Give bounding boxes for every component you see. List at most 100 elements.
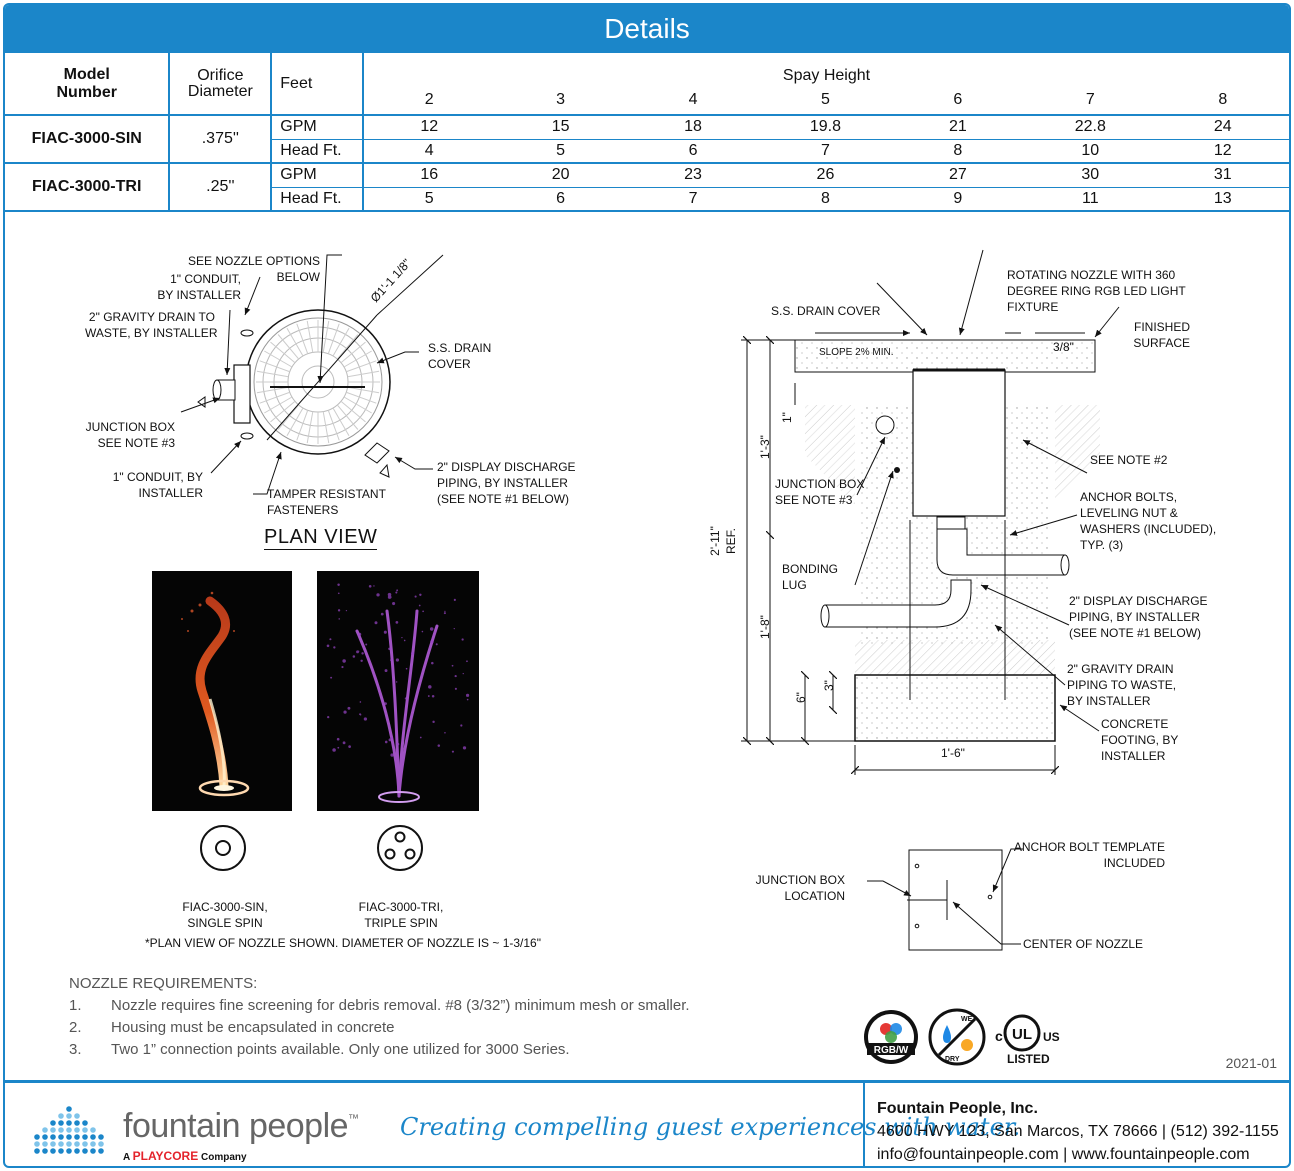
plan-view-title: PLAN VIEW bbox=[264, 526, 378, 550]
sub-brand: A PLAYCORE Company bbox=[123, 1149, 247, 1163]
revision-date: 2021-01 bbox=[1225, 1055, 1277, 1071]
head-label: Head Ft. bbox=[271, 139, 365, 164]
sparkle bbox=[337, 609, 341, 612]
ul-text: UL bbox=[1012, 1026, 1032, 1043]
table-row: FIAC-3000-SIN .375'' GPM 12 15 18 19.8 2… bbox=[5, 115, 1289, 164]
section-view-drawing bbox=[741, 249, 1120, 775]
head-cell: 4 bbox=[363, 139, 495, 164]
gpm-cell: 18 bbox=[626, 115, 760, 140]
drain-cover-slot bbox=[343, 350, 372, 368]
notes-heading: NOZZLE REQUIREMENTS: bbox=[69, 975, 258, 992]
logo-dot bbox=[66, 1141, 72, 1147]
sparkle bbox=[419, 736, 422, 739]
gpm-cell: 12 bbox=[363, 115, 495, 140]
logo-dot bbox=[74, 1127, 80, 1133]
sparkle bbox=[419, 593, 422, 596]
drain-cover-slot bbox=[306, 320, 314, 353]
sparkle bbox=[347, 706, 351, 710]
sparkle bbox=[359, 713, 362, 716]
list-item: 2.Housing must be encapsulated in concre… bbox=[69, 1019, 395, 1036]
drain-cover-slot bbox=[346, 391, 377, 404]
sparkle bbox=[418, 604, 421, 607]
label-dim-1-6: 1'-6" bbox=[941, 746, 965, 760]
list-item: 1.Nozzle requires fine screening for deb… bbox=[69, 997, 690, 1014]
sparkle bbox=[358, 650, 360, 652]
label-dim-1-3: 1'-3" bbox=[758, 435, 772, 459]
sparkle bbox=[401, 637, 403, 639]
sparkle bbox=[444, 732, 446, 734]
drain-cover-slot bbox=[286, 407, 304, 436]
height-6: 6 bbox=[891, 85, 1025, 116]
drain-cover-slot bbox=[277, 334, 300, 360]
sparkle bbox=[390, 736, 394, 740]
head-cell: 13 bbox=[1156, 187, 1289, 212]
logo-dot bbox=[50, 1148, 56, 1154]
logo-dot bbox=[34, 1134, 40, 1140]
drain-cover-slot bbox=[256, 386, 289, 394]
fountain-people-logo-icon bbox=[34, 1106, 104, 1154]
rgbw-badge-icon: RGB/W bbox=[864, 1010, 918, 1064]
sparkle bbox=[460, 724, 463, 727]
sparkle bbox=[429, 627, 434, 631]
ul-listed-badge-icon: c UL US LISTED bbox=[995, 1014, 1060, 1066]
logo-dot bbox=[58, 1141, 64, 1147]
sparkle bbox=[373, 585, 375, 587]
logo-dot bbox=[82, 1127, 88, 1133]
drain-cover-slot bbox=[264, 350, 293, 368]
drain-cover-slot bbox=[340, 400, 366, 423]
sparkle bbox=[390, 753, 394, 757]
logo-dot bbox=[82, 1120, 88, 1126]
head-label: Head Ft. bbox=[271, 187, 365, 212]
ul-us: US bbox=[1043, 1030, 1060, 1044]
logo-dot bbox=[66, 1106, 72, 1112]
logo-dot bbox=[42, 1141, 48, 1147]
drain-cover-slot bbox=[327, 323, 340, 354]
photo-single-spin bbox=[152, 571, 292, 811]
logo-dot bbox=[98, 1141, 104, 1147]
gpm-cell: 20 bbox=[494, 163, 627, 188]
head-cell: 5 bbox=[363, 187, 495, 212]
head-cell: 12 bbox=[1156, 139, 1289, 164]
list-item: 3.Two 1” connection points available. On… bbox=[69, 1041, 570, 1058]
height-8: 8 bbox=[1156, 85, 1289, 116]
drain-cover-slot bbox=[332, 407, 350, 436]
sparkle bbox=[451, 664, 454, 667]
sparkle bbox=[358, 632, 362, 636]
gpm-cell: 21 bbox=[891, 115, 1025, 140]
gpm-cell: 22.8 bbox=[1024, 115, 1157, 140]
drain-cover-slot bbox=[322, 320, 330, 353]
sparkle bbox=[361, 652, 364, 655]
height-7: 7 bbox=[1024, 85, 1157, 116]
drain-cover-slot bbox=[322, 411, 330, 444]
sparkle bbox=[414, 595, 417, 598]
label-dim-3: 3" bbox=[822, 680, 836, 691]
company-contact[interactable]: info@fountainpeople.com | www.fountainpe… bbox=[877, 1146, 1250, 1163]
sparkle bbox=[465, 693, 470, 697]
drain-cover-slot bbox=[347, 370, 380, 378]
footer-separator bbox=[863, 1083, 865, 1166]
sparkle bbox=[396, 589, 399, 592]
gpm-cell: 31 bbox=[1156, 163, 1289, 188]
gpm-cell: 24 bbox=[1156, 115, 1289, 140]
table-row: FIAC-3000-TRI .25'' GPM 16 20 23 26 27 3… bbox=[5, 163, 1289, 212]
height-4: 4 bbox=[626, 85, 760, 116]
height-2: 2 bbox=[363, 85, 495, 116]
logo-dot bbox=[50, 1127, 56, 1133]
logo-dot bbox=[58, 1113, 64, 1119]
drain-cover-slot bbox=[277, 404, 300, 430]
gpm-cell: 15 bbox=[494, 115, 627, 140]
company-info: Fountain People, Inc. 4600 HWY 123, San … bbox=[877, 1097, 1279, 1166]
head-cell: 8 bbox=[891, 139, 1025, 164]
